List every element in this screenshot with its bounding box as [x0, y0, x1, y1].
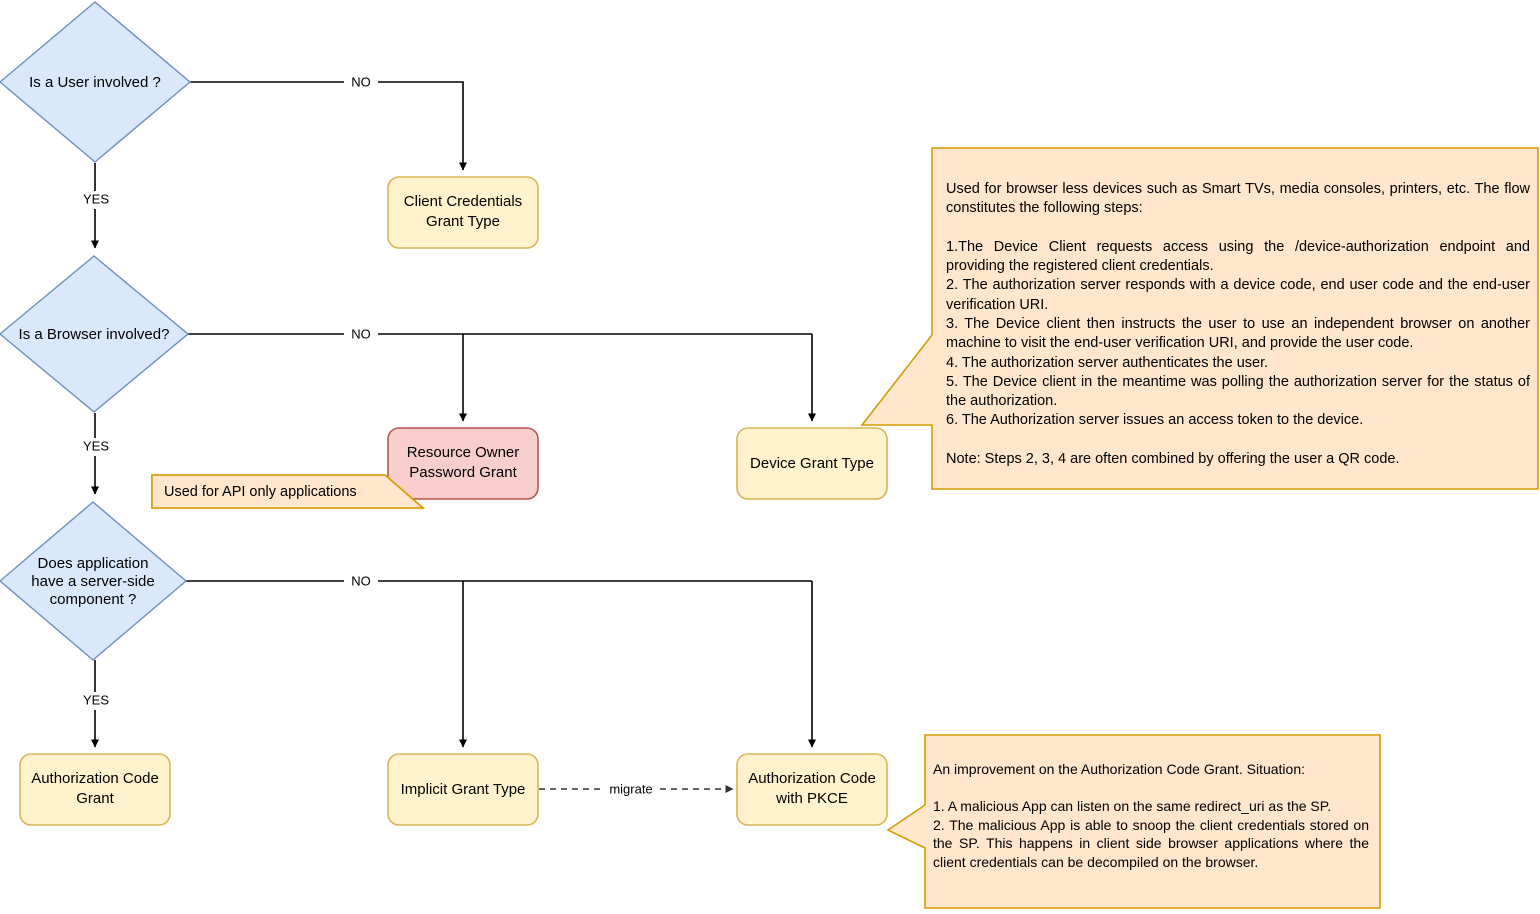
edge-d2-yes: YES: [78, 413, 116, 495]
node-label-resource-owner-1: Resource Owner: [407, 444, 520, 461]
decision-label-1: Is a User involved ?: [29, 74, 161, 91]
node-label-pkce-1: Authorization Code: [748, 770, 876, 787]
decision-label-2: Is a Browser involved?: [19, 326, 170, 343]
edge-d3-yes: YES: [78, 660, 116, 748]
node-client-credentials-grant[interactable]: Client Credentials Grant Type: [387, 176, 539, 249]
edge-label-no-1: NO: [351, 74, 371, 89]
note-api-only-text: Used for API only applications: [164, 484, 357, 500]
note-device-grant-shape: [860, 147, 1539, 490]
decision-label-3a: Does application: [38, 555, 149, 572]
note-pkce-shape: [886, 734, 1381, 909]
edge-d1-no: NO: [190, 73, 467, 171]
edge-label-yes-3: YES: [83, 692, 109, 707]
node-label-auth-code-2: Grant: [76, 790, 114, 807]
edge-label-yes-2: YES: [83, 438, 109, 453]
edge-d3-no: NO: [186, 572, 816, 748]
edge-d1-yes: YES: [78, 163, 116, 249]
node-label-auth-code-1: Authorization Code: [31, 770, 159, 787]
node-label-implicit-grant: Implicit Grant Type: [401, 781, 526, 798]
edge-migrate: migrate: [539, 780, 734, 798]
note-pkce-text: An improvement on the Authorization Code…: [933, 761, 1369, 871]
node-label-device-grant: Device Grant Type: [750, 455, 874, 472]
edge-label-migrate: migrate: [609, 781, 652, 796]
node-authorization-code-grant[interactable]: Authorization Code Grant: [19, 753, 171, 826]
decision-label-3b: have a server-side: [31, 573, 154, 590]
node-label-resource-owner-2: Password Grant: [409, 464, 517, 481]
note-api-only-shape: [151, 474, 426, 509]
edge-label-no-2: NO: [351, 326, 371, 341]
node-implicit-grant[interactable]: Implicit Grant Type: [387, 753, 539, 826]
note-device-grant-text: Used for browser less devices such as Sm…: [946, 181, 1530, 467]
edge-d2-no: NO: [188, 325, 816, 422]
edge-label-no-3: NO: [351, 573, 371, 588]
decision-is-browser-involved[interactable]: Is a Browser involved?: [0, 255, 190, 413]
decision-is-user-involved[interactable]: Is a User involved ?: [0, 1, 192, 163]
decision-has-server-side-component[interactable]: Does application have a server-side comp…: [0, 501, 188, 661]
node-authorization-code-pkce[interactable]: Authorization Code with PKCE: [736, 753, 888, 826]
node-label-client-credentials-1: Client Credentials: [404, 193, 522, 210]
decision-label-3c: component ?: [50, 591, 137, 608]
node-label-pkce-2: with PKCE: [775, 790, 848, 807]
node-device-grant[interactable]: Device Grant Type: [736, 427, 888, 500]
node-resource-owner-password-grant[interactable]: Resource Owner Password Grant: [387, 427, 539, 500]
node-label-client-credentials-2: Grant Type: [426, 213, 500, 230]
edge-label-yes-1: YES: [83, 191, 109, 206]
